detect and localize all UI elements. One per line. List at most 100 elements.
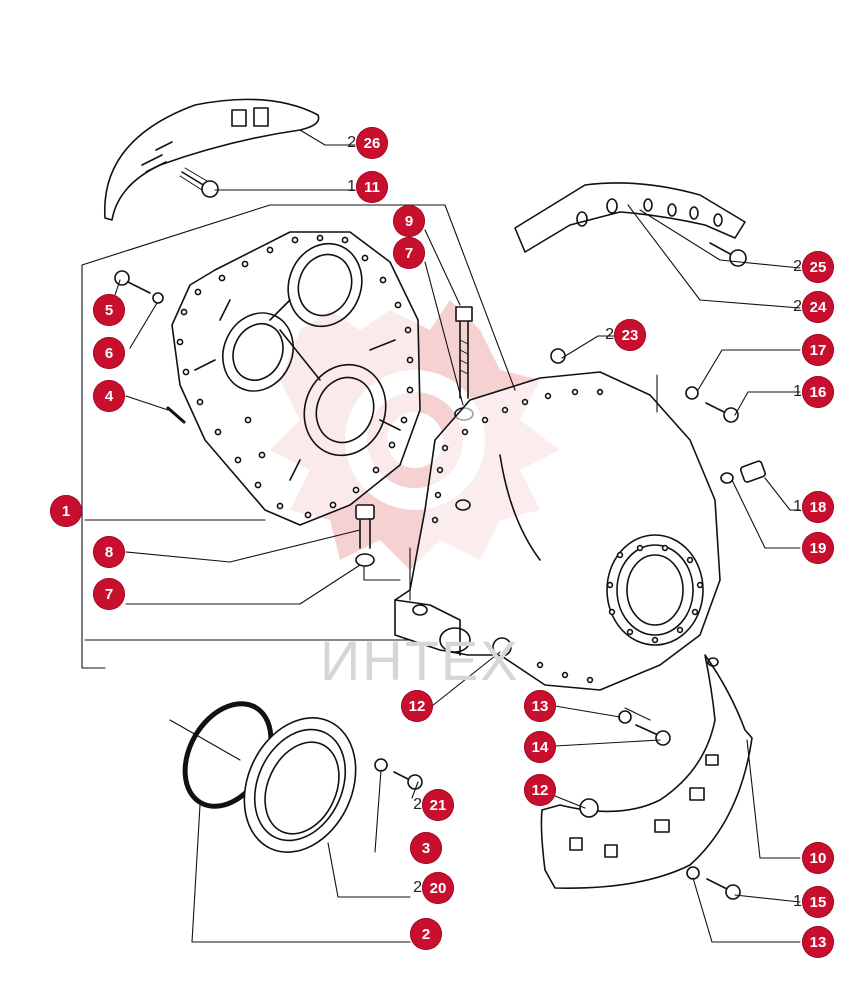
cover-hole <box>214 428 222 436</box>
callout-badge-17[interactable]: 17 <box>802 334 834 366</box>
nut-12-upper <box>492 637 512 657</box>
callout-badge-15[interactable]: 15 <box>802 886 834 918</box>
washer-13-upper <box>618 710 632 724</box>
housing-hole <box>571 388 579 396</box>
cover-hole <box>372 466 380 474</box>
cover-hole <box>316 234 324 242</box>
housing-hole <box>436 466 444 474</box>
callout-badge-6[interactable]: 6 <box>93 337 125 369</box>
washer-13-lower <box>686 866 700 880</box>
cover-hole <box>244 416 252 424</box>
cover-hole <box>182 368 190 376</box>
cover-hole <box>194 288 202 296</box>
callout-badge-21[interactable]: 21 <box>422 789 454 821</box>
housing-hole <box>441 444 449 452</box>
housing-hole <box>651 636 659 644</box>
housing-hole <box>661 544 669 552</box>
callout-badge-23[interactable]: 23 <box>614 319 646 351</box>
callout-stub-24: 2 <box>793 298 802 315</box>
washer-17 <box>685 386 699 400</box>
callout-badge-13[interactable]: 13 <box>802 926 834 958</box>
gear-housing <box>394 371 721 691</box>
cover-hole <box>176 338 184 346</box>
bolt-5 <box>114 270 151 294</box>
cover-bolt-holes <box>176 234 414 519</box>
housing-hole <box>676 626 684 634</box>
callout-badge-12[interactable]: 12 <box>524 774 556 806</box>
callout-badge-19[interactable]: 19 <box>802 532 834 564</box>
callout-badge-2[interactable]: 2 <box>410 918 442 950</box>
cover-hole <box>196 398 204 406</box>
callout-badge-11[interactable]: 11 <box>356 171 388 203</box>
housing-hole <box>561 671 569 679</box>
guard-plate-10 <box>540 654 753 889</box>
callout-badge-4[interactable]: 4 <box>93 380 125 412</box>
washer-3 <box>374 758 388 772</box>
cover-plate-1 <box>171 231 421 526</box>
callout-badge-7[interactable]: 7 <box>93 578 125 610</box>
callout-badge-24[interactable]: 24 <box>802 291 834 323</box>
leader-lines <box>81 129 801 943</box>
cover-hole <box>266 246 274 254</box>
callout-badge-12[interactable]: 12 <box>401 690 433 722</box>
bearing-housing-20 <box>243 717 357 853</box>
callout-stub-18: 1 <box>793 498 802 515</box>
callout-badge-13[interactable]: 13 <box>524 690 556 722</box>
callout-badge-7[interactable]: 7 <box>393 237 425 269</box>
housing-hole <box>686 556 694 564</box>
cover-hole <box>341 236 349 244</box>
screw-4 <box>166 406 186 424</box>
watermark-text: ИНТЕХ <box>320 629 520 692</box>
guard-plate-26 <box>104 98 320 221</box>
rail-24 <box>514 182 746 253</box>
callout-badge-8[interactable]: 8 <box>93 536 125 568</box>
housing-hole <box>501 406 509 414</box>
callout-badge-20[interactable]: 20 <box>422 872 454 904</box>
callout-badge-5[interactable]: 5 <box>93 294 125 326</box>
housing-hole <box>431 516 439 524</box>
housing-hole <box>536 661 544 669</box>
cover-hole <box>394 301 402 309</box>
housing-bolt-holes <box>431 388 704 684</box>
callout-stub-11: 1 <box>347 178 356 195</box>
cover-hole <box>241 260 249 268</box>
bolt-16 <box>705 402 739 423</box>
housing-hole <box>636 544 644 552</box>
cover-hole <box>329 501 337 509</box>
nut-12-lower <box>579 798 599 818</box>
cover-hole <box>400 416 408 424</box>
callout-stub-25: 2 <box>793 258 802 275</box>
housing-hole <box>481 416 489 424</box>
long-bolt-9 <box>455 306 473 399</box>
callout-badge-25[interactable]: 25 <box>802 251 834 283</box>
callout-badge-10[interactable]: 10 <box>802 842 834 874</box>
callout-stub-23: 2 <box>605 326 614 343</box>
callout-badge-3[interactable]: 3 <box>410 832 442 864</box>
housing-hole <box>461 428 469 436</box>
callout-badge-9[interactable]: 9 <box>393 205 425 237</box>
callout-badge-14[interactable]: 14 <box>524 731 556 763</box>
cover-hole <box>291 236 299 244</box>
housing-hole <box>626 628 634 636</box>
callout-badge-16[interactable]: 16 <box>802 376 834 408</box>
cover-hole <box>406 356 414 364</box>
cover-hole <box>304 511 312 519</box>
callout-stub-20: 2 <box>413 879 422 896</box>
bolt-14 <box>635 724 671 746</box>
cover-hole <box>234 456 242 464</box>
housing-hole <box>586 676 594 684</box>
cover-hole <box>406 386 414 394</box>
callout-badge-26[interactable]: 26 <box>356 127 388 159</box>
bolt-8 <box>355 504 375 549</box>
cover-hole <box>352 486 360 494</box>
callout-badge-1[interactable]: 1 <box>50 495 82 527</box>
cover-hole <box>254 481 262 489</box>
callout-badge-18[interactable]: 18 <box>802 491 834 523</box>
nut-23 <box>550 348 566 364</box>
cover-hole <box>276 502 284 510</box>
housing-hole <box>544 392 552 400</box>
cover-hole <box>218 274 226 282</box>
bolt-15 <box>706 878 741 900</box>
